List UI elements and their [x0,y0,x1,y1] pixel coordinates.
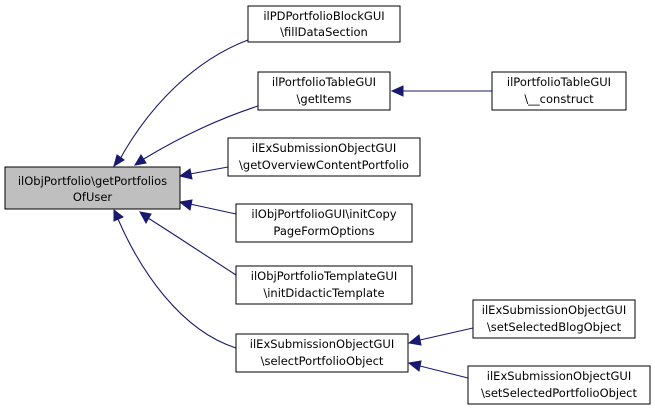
edge-blog-to-select [419,327,474,341]
node-exsub-setportfolio-line2: \setSelectedPortfolioObject [481,386,638,400]
node-template-didactic[interactable]: ilObjPortfolioTemplateGUI \initDidacticT… [235,265,413,305]
node-tablegui-items-line2: \getItems [297,92,352,106]
arrowhead-setportfolio [407,360,422,372]
arrowhead-blog [407,334,422,346]
edge-didactic-to-center [147,217,237,276]
edge-select-to-center [117,218,237,349]
arrowhead-overview [178,168,193,180]
node-exsub-setportfolio-line1: ilExSubmissionObjectGUI [487,369,631,383]
node-pdblock-line1: ilPDPortfolioBlockGUI [263,9,384,23]
arrowhead-getitems [134,154,147,166]
node-exsub-overview-line2: \getOverviewContentPortfolio [239,158,409,172]
node-center-line2: OfUser [73,190,113,204]
node-objportfolio-copy-line2: PageFormOptions [273,224,374,238]
node-exsub-overview[interactable]: ilExSubmissionObjectGUI \getOverviewCont… [227,137,421,177]
node-tablegui-items[interactable]: ilPortfolioTableGUI \getItems [257,71,391,111]
node-exsub-select-line1: ilExSubmissionObjectGUI [250,337,394,351]
node-template-didactic-line2: \initDidacticTemplate [263,286,384,300]
edges [113,39,492,379]
node-exsub-select[interactable]: ilExSubmissionObjectGUI \selectPortfolio… [235,333,409,373]
node-template-didactic-line1: ilObjPortfolioTemplateGUI [251,269,397,283]
edge-copy-to-center [189,203,237,215]
node-tablegui-construct-line1: ilPortfolioTableGUI [507,75,611,89]
node-exsub-blog-line2: \setSelectedBlogObject [487,320,622,334]
arrowhead-pddblock [113,154,125,168]
node-exsub-overview-line1: ilExSubmissionObjectGUI [252,141,396,155]
node-objportfolio-copy-line1: ilObjPortfolioGUI\initCopy [251,207,396,221]
node-exsub-setportfolio[interactable]: ilExSubmissionObjectGUI \setSelectedPort… [467,365,651,405]
arrowhead-select [113,208,124,222]
node-exsub-select-line2: \selectPortfolioObject [261,354,384,368]
edge-getitems-to-center [141,105,259,161]
arrowhead-construct [390,85,404,97]
node-pdblock-line2: \fillDataSection [280,25,368,39]
node-center[interactable]: ilObjPortfolio\getPortfolios OfUser [4,166,181,210]
edge-overview-to-center [189,166,229,175]
node-exsub-blog-line1: ilExSubmissionObjectGUI [482,303,626,317]
node-pdblock[interactable]: ilPDPortfolioBlockGUI \fillDataSection [247,5,401,43]
node-exsub-blog[interactable]: ilExSubmissionObjectGUI \setSelectedBlog… [472,299,636,339]
edge-pddblock-to-center [119,39,249,160]
node-tablegui-items-line1: ilPortfolioTableGUI [272,75,376,89]
arrowhead-didactic [139,211,152,225]
node-tablegui-construct-line2: \__construct [524,92,594,106]
node-objportfolio-copy[interactable]: ilObjPortfolioGUI\initCopy PageFormOptio… [235,203,413,243]
node-center-line1: ilObjPortfolio\getPortfolios [18,174,167,188]
edge-setportfolio-to-select [419,365,469,379]
arrowhead-copy [178,199,193,211]
node-tablegui-construct[interactable]: ilPortfolioTableGUI \__construct [491,71,627,111]
